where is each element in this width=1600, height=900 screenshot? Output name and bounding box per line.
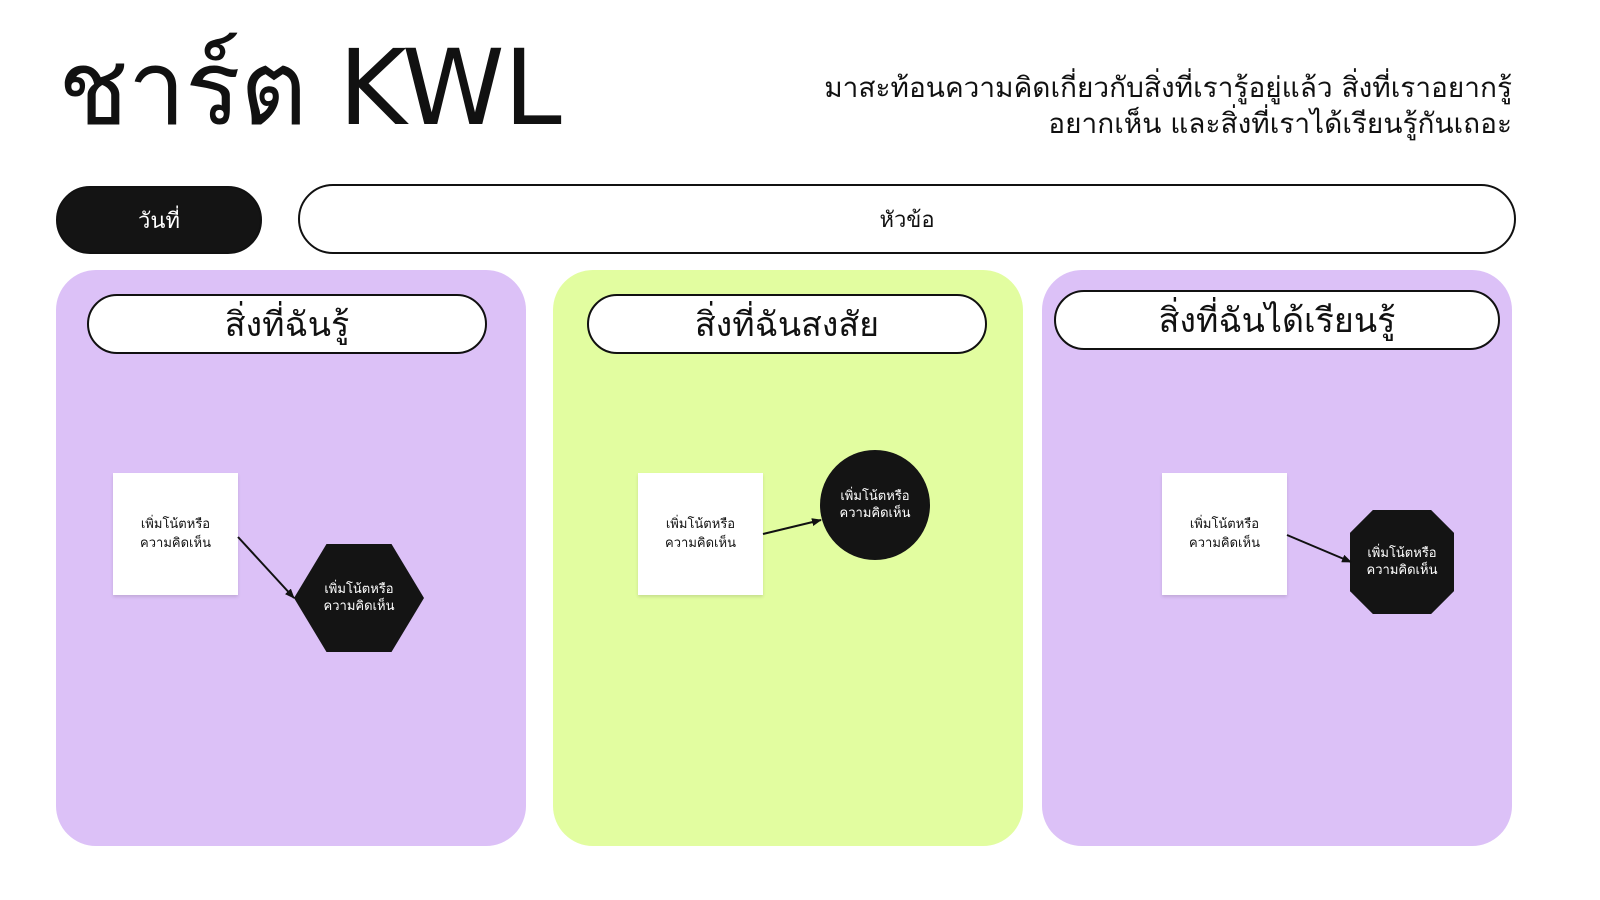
circle-shape-wonder[interactable]: เพิ่มโน้ตหรือความคิดเห็น — [820, 450, 930, 560]
column-header-know: สิ่งที่ฉันรู้ — [87, 294, 487, 354]
date-label: วันที่ — [138, 208, 180, 234]
sticky-note-wonder[interactable]: เพิ่มโน้ตหรือความคิดเห็น — [638, 473, 763, 595]
sticky-note-text: เพิ่มโน้ตหรือความคิดเห็น — [140, 517, 211, 551]
topic-field[interactable]: หัวข้อ — [298, 184, 1516, 254]
page-subtitle: มาสะท้อนความคิดเกี่ยวกับสิ่งที่เรารู้อยู… — [824, 71, 1512, 140]
hexagon-shape-text: เพิ่มโน้ตหรือความคิดเห็น — [323, 582, 395, 614]
octagon-shape-learned[interactable]: เพิ่มโน้ตหรือความคิดเห็น — [1350, 510, 1454, 614]
page-title: ชาร์ต KWL — [58, 27, 562, 149]
sticky-note-text: เพิ่มโน้ตหรือความคิดเห็น — [665, 517, 736, 551]
octagon-shape-text: เพิ่มโน้ตหรือความคิดเห็น — [1366, 546, 1438, 578]
column-wonder: สิ่งที่ฉันสงสัย เพิ่มโน้ตหรือความคิดเห็น… — [553, 270, 1023, 846]
topic-label: หัวข้อ — [879, 207, 935, 233]
column-header-learned: สิ่งที่ฉันได้เรียนรู้ — [1054, 290, 1500, 350]
column-header-wonder: สิ่งที่ฉันสงสัย — [587, 294, 987, 354]
sticky-note-know[interactable]: เพิ่มโน้ตหรือความคิดเห็น — [113, 473, 238, 595]
column-learned: สิ่งที่ฉันได้เรียนรู้ เพิ่มโน้ตหรือความค… — [1042, 270, 1512, 846]
column-know: สิ่งที่ฉันรู้ เพิ่มโน้ตหรือความคิดเห็น เ… — [56, 270, 526, 846]
sticky-note-learned[interactable]: เพิ่มโน้ตหรือความคิดเห็น — [1162, 473, 1287, 595]
date-field[interactable]: วันที่ — [56, 186, 262, 254]
circle-shape-text: เพิ่มโน้ตหรือความคิดเห็น — [839, 489, 911, 521]
hexagon-shape-know[interactable]: เพิ่มโน้ตหรือความคิดเห็น — [294, 544, 424, 652]
sticky-note-text: เพิ่มโน้ตหรือความคิดเห็น — [1189, 517, 1260, 551]
